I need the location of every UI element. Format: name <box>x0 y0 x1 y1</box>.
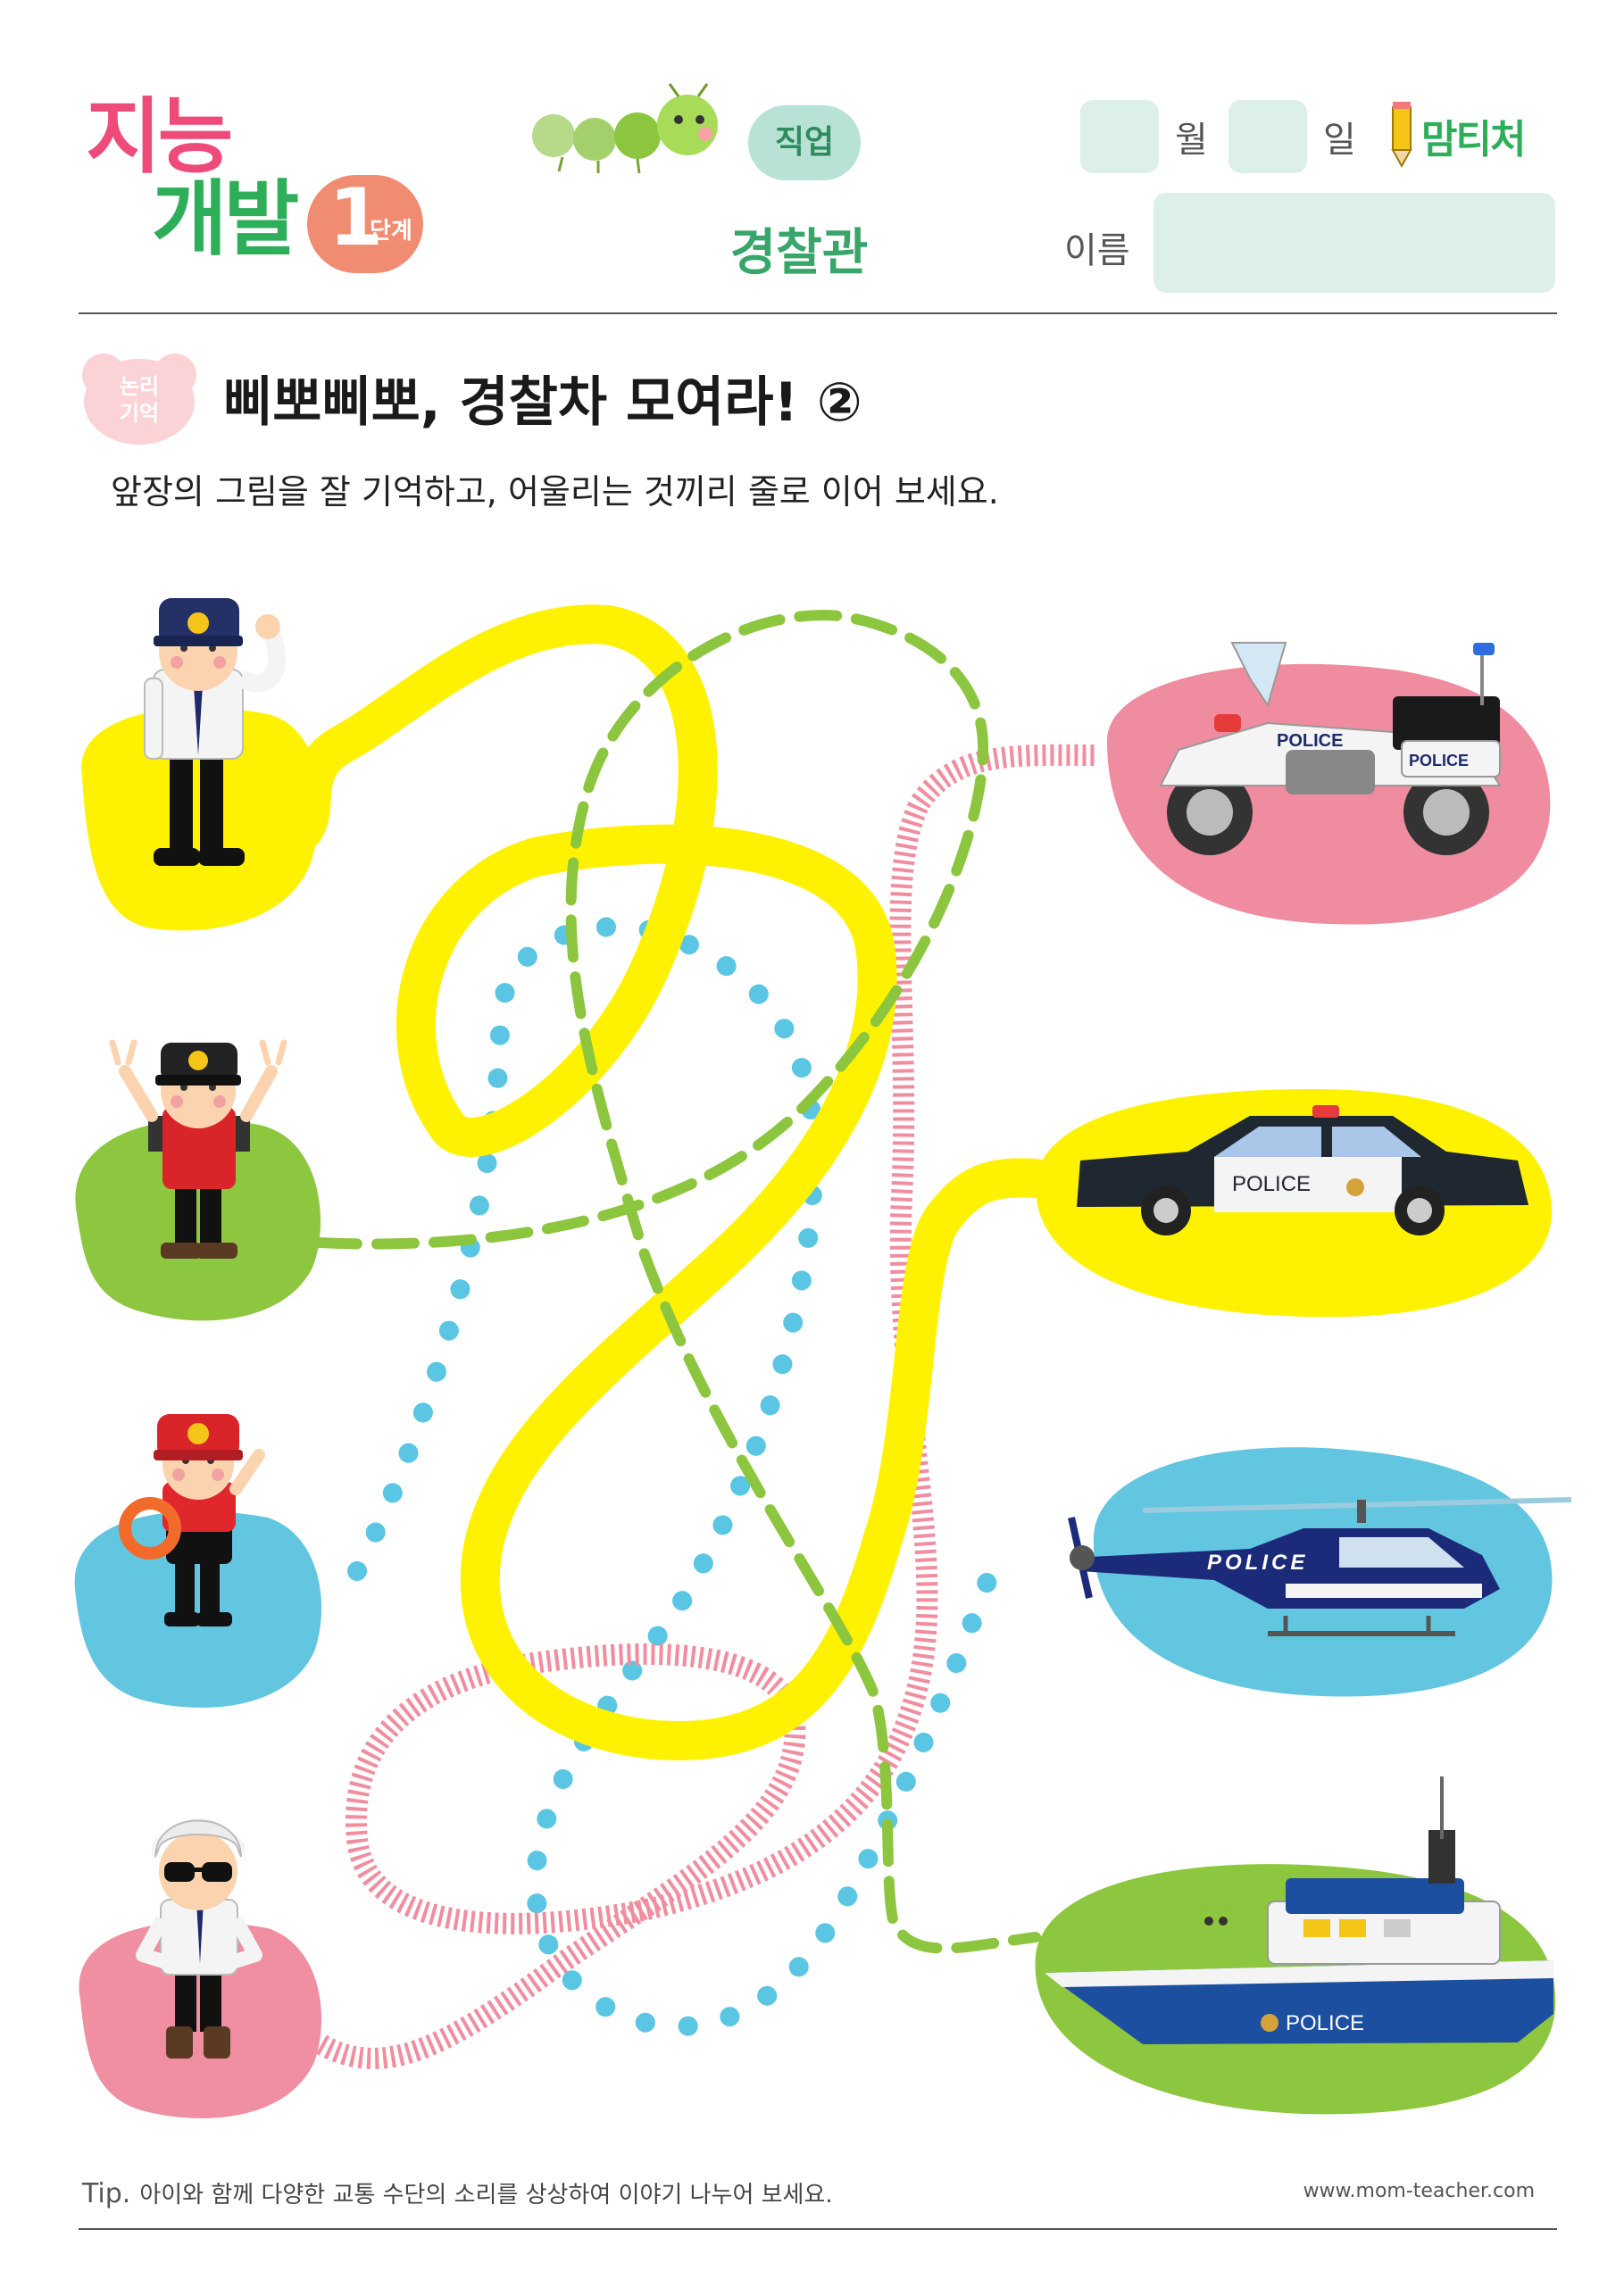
tip-text: Tip. 아이와 함께 다양한 교통 수단의 소리를 상상하여 이야기 나누어 보… <box>82 2176 833 2209</box>
footer-divider <box>79 2228 1557 2230</box>
month-input[interactable] <box>1080 100 1159 173</box>
blue-dotted-path <box>347 917 1001 2037</box>
police-boat-icon: POLICE <box>1045 1776 1553 2044</box>
badge-line2: 기억 <box>119 401 160 426</box>
badge-line1: 논리 <box>119 374 160 399</box>
officer-saluting-icon <box>144 598 286 866</box>
police-car-icon: POLICE <box>1077 1105 1528 1235</box>
topic-title: 경찰관 <box>729 224 869 282</box>
day-label: 일 <box>1323 120 1356 161</box>
level-unit: 단계 <box>370 218 412 245</box>
logo-title-line2: 개발 <box>152 171 299 267</box>
brand-logo: 맘티처 <box>1421 117 1526 162</box>
category-badge: 직업 <box>748 105 861 180</box>
police-helicopter-icon: POLICE <box>1068 1497 1572 1636</box>
name-input[interactable] <box>1153 193 1555 293</box>
police-motorcycle-icon: POLICE POLICE <box>1159 642 1502 855</box>
level-badge: 1 단계 <box>307 175 423 273</box>
header-divider <box>79 312 1557 314</box>
car-label: POLICE <box>1232 1172 1311 1196</box>
activity-title: 삐뽀삐뽀, 경찰차 모여라! ② <box>223 371 862 434</box>
badge-shape-icon <box>82 354 196 445</box>
site-url[interactable]: www.mom-teacher.com <box>1303 2180 1535 2202</box>
officer-lifeguard-icon <box>119 1414 265 1626</box>
caterpillar-icon <box>532 83 718 174</box>
officer-motorcycle-icon <box>136 1818 262 2059</box>
day-input[interactable] <box>1228 100 1307 173</box>
green-dashed-path <box>314 610 1041 1954</box>
activity-instruction: 앞장의 그림을 잘 기억하고, 어울리는 것끼리 줄로 이어 보세요. <box>111 472 999 512</box>
blob-officer2 <box>75 1119 321 1321</box>
tip-body: 아이와 함께 다양한 교통 수단의 소리를 상상하여 이야기 나누어 보세요. <box>139 2182 833 2209</box>
pencil-icon <box>1391 102 1412 169</box>
skill-badge: 논리 기억 <box>77 348 202 448</box>
officer-red-vest-icon <box>109 1039 287 1259</box>
month-label: 월 <box>1175 120 1208 161</box>
pink-striped-path <box>316 744 1099 2069</box>
yellow-thick-path <box>284 604 1055 1761</box>
boat-label: POLICE <box>1286 2011 1364 2035</box>
motorcycle-box-label: POLICE <box>1409 752 1469 769</box>
logo-title-line1: 지능 <box>86 89 233 185</box>
tip-prefix: Tip. <box>82 2178 131 2209</box>
helicopter-label: POLICE <box>1207 1551 1308 1575</box>
motorcycle-label: POLICE <box>1277 731 1343 751</box>
level-number: 1 <box>329 171 384 263</box>
name-label: 이름 <box>1064 230 1130 271</box>
blob-officer3 <box>74 1510 322 1708</box>
